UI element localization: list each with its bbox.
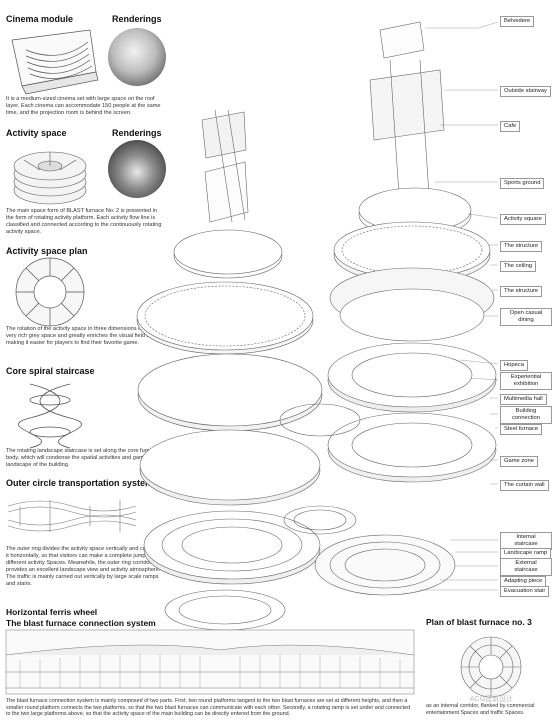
core-staircase-description: The rotating landscape staircase is set … <box>6 448 159 468</box>
label-multimedia-hall: Multimedia hall <box>500 394 547 405</box>
activity-plan-description: The rotation of the activity space in th… <box>6 326 164 346</box>
label-open-casual-dining: Open casual dining <box>500 308 552 326</box>
label-steel-furnace: Steel furnace <box>500 424 543 435</box>
label-game-zone: Game zone <box>500 456 538 467</box>
connection-system-title: The blast furnace connection system <box>6 618 156 628</box>
label-structure-2: The structure <box>500 286 543 297</box>
renderings-title-1: Renderings <box>112 14 162 24</box>
label-outside-stairway: Outside stairway <box>500 86 551 97</box>
core-staircase-title: Core spiral staircase <box>6 366 95 376</box>
activity-rendering-image <box>108 140 166 198</box>
outer-circle-description: The outer ring divides the activity spac… <box>6 546 163 587</box>
plan-furnace-3-title: Plan of blast furnace no. 3 <box>426 617 532 627</box>
cinema-module-title: Cinema module <box>6 14 74 24</box>
renderings-title-2: Renderings <box>112 128 162 138</box>
ferris-wheel-title: Horizontal ferris wheel <box>6 607 98 617</box>
label-ceiling: The ceiling <box>500 261 537 272</box>
label-belvedere: Belvedere <box>500 16 535 27</box>
label-evacuation-stair: Evacuation stair <box>500 586 550 597</box>
outer-circle-title: Outer circle transportation system <box>6 478 154 488</box>
activity-description: The main space form of BLAST furnace No.… <box>6 208 162 235</box>
label-building-connection: Building connection <box>500 406 552 424</box>
activity-plan-title: Activity space plan <box>6 246 88 256</box>
activity-space-title: Activity space <box>6 128 67 138</box>
label-external-staircase: External staircase <box>500 558 552 576</box>
connection-description: The blast furnace connection system is m… <box>6 698 411 718</box>
plan-side-description: as an internal corridor, flanked by comm… <box>426 703 535 716</box>
label-curtain-wall: The curtain wall <box>500 480 549 491</box>
cinema-rendering-image <box>108 28 166 86</box>
label-cafe: Cafe <box>500 121 521 132</box>
watermark: ACG建筑设计 <box>470 696 514 703</box>
label-activity-square: Activity square <box>500 214 546 225</box>
label-sports-ground: Sports ground <box>500 178 545 189</box>
label-structure-1: The structure <box>500 241 543 252</box>
cinema-description: It is a medium-sized cinema set with lar… <box>6 96 161 116</box>
label-experiential-exhibition: Experiential exhibition <box>500 372 552 390</box>
label-hopeca: Hopeca <box>500 360 528 371</box>
